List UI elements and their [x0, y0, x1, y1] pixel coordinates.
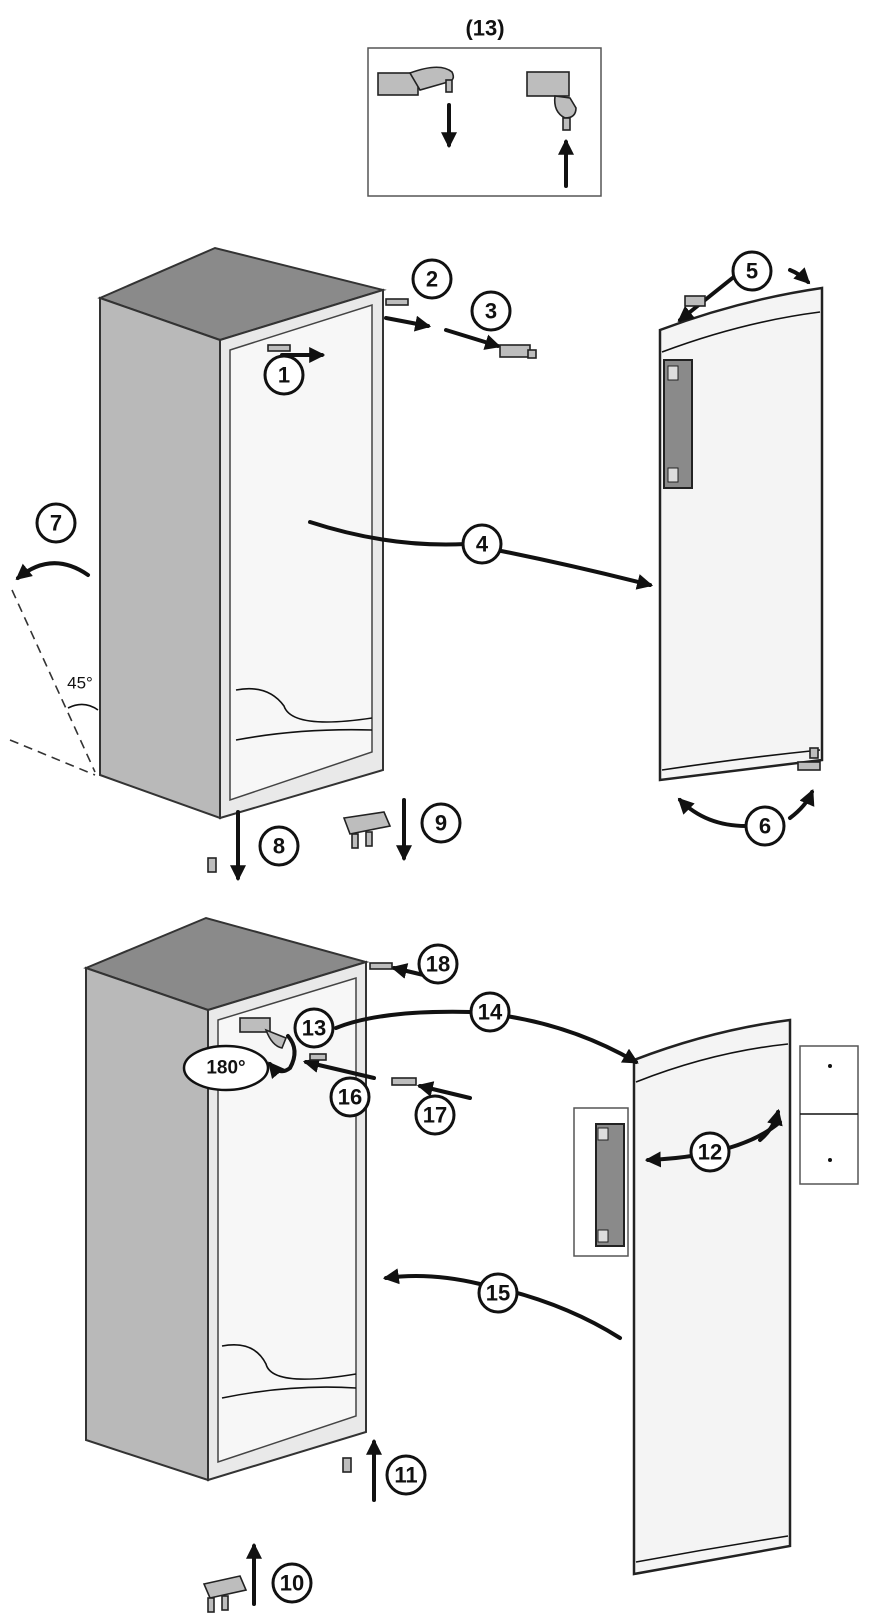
- step-6-label: 6: [759, 814, 771, 839]
- step-16: 16: [329, 1076, 371, 1118]
- tilt-angle-label: 45°: [67, 674, 93, 693]
- step-11: 11: [385, 1454, 427, 1496]
- step-5: 5: [731, 250, 773, 292]
- rotation-label: 180°: [206, 1058, 245, 1079]
- door-handle-icon: [663, 359, 693, 489]
- step-1: 1: [263, 354, 305, 396]
- handle-mount-box: [573, 1107, 629, 1257]
- step-14-label: 14: [478, 1000, 503, 1025]
- step-3: 3: [470, 290, 512, 332]
- arrow-step-3: [444, 328, 502, 350]
- fridge-door-bottom: [632, 1018, 792, 1576]
- hinge-cover-part: [267, 298, 409, 352]
- arrow-step-16: [302, 1057, 376, 1080]
- screw-part-16: [309, 1053, 327, 1061]
- tilt-arrow: [15, 561, 90, 581]
- step-5-label: 5: [746, 259, 758, 284]
- cover-strip-18: [369, 962, 393, 970]
- step-8: 8: [258, 825, 300, 867]
- step-15: 15: [477, 1272, 519, 1314]
- step-13-label: 13: [302, 1016, 326, 1041]
- step-14: 14: [469, 991, 511, 1033]
- foot-screw-icon: [207, 857, 217, 873]
- rotation-badge: 180°: [182, 1044, 270, 1092]
- step-4: 4: [461, 523, 503, 565]
- step-17-label: 17: [423, 1103, 447, 1128]
- step-15-label: 15: [486, 1281, 510, 1306]
- step-16-label: 16: [338, 1085, 362, 1110]
- arrow-step-5b: [788, 267, 811, 285]
- fridge-cabinet-bottom: [83, 916, 370, 1482]
- step-12: 12: [689, 1131, 731, 1173]
- arrow-step-12b: [758, 1108, 783, 1142]
- step-13: 13: [293, 1007, 335, 1049]
- hinge-bracket-icon: [377, 66, 455, 96]
- step-2-label: 2: [426, 267, 438, 292]
- bottom-hinge-part: [342, 811, 392, 849]
- step-3-label: 3: [485, 299, 497, 324]
- step-10: 10: [271, 1562, 313, 1604]
- screw-holes-box: [799, 1045, 859, 1185]
- inset-hinge-box: [367, 47, 602, 197]
- arrow-step-6b: [788, 789, 815, 820]
- step-9: 9: [420, 802, 462, 844]
- step-7-label: 7: [50, 511, 62, 536]
- fridge-cabinet-top: [97, 246, 387, 820]
- arrow-step-17: [416, 1081, 472, 1100]
- step-9-label: 9: [435, 811, 447, 836]
- step-1-label: 1: [278, 363, 290, 388]
- step-10-label: 10: [280, 1571, 304, 1596]
- fridge-door-top: [658, 286, 824, 782]
- tilt-angle-guides: [9, 589, 99, 776]
- cover-strip-17: [391, 1077, 417, 1086]
- step-18: 18: [417, 943, 459, 985]
- arrow-step-6: [677, 797, 748, 828]
- top-hinge-part: [499, 344, 537, 359]
- step-17: 17: [414, 1094, 456, 1136]
- hinge-bracket-rotated-icon: [526, 71, 577, 131]
- arrow-step-2: [384, 315, 432, 332]
- top-hinge-mounted-part: [239, 1017, 288, 1049]
- step-6: 6: [744, 805, 786, 847]
- door-bottom-stop-part: [797, 747, 821, 771]
- step-8-label: 8: [273, 834, 285, 859]
- step-18-label: 18: [426, 952, 450, 977]
- bottom-hinge-new-part: [202, 1575, 248, 1613]
- foot-screw-new: [342, 1457, 352, 1473]
- step-4-label: 4: [476, 532, 489, 557]
- step-7: 7: [35, 502, 77, 544]
- inset-title: (13): [465, 16, 504, 41]
- arrow-step-5: [677, 274, 737, 322]
- door-top-plug: [684, 295, 706, 307]
- rotation-arrow: [267, 1034, 297, 1079]
- step-12-label: 12: [698, 1140, 722, 1165]
- step-2: 2: [411, 258, 453, 300]
- step-11-label: 11: [394, 1463, 417, 1488]
